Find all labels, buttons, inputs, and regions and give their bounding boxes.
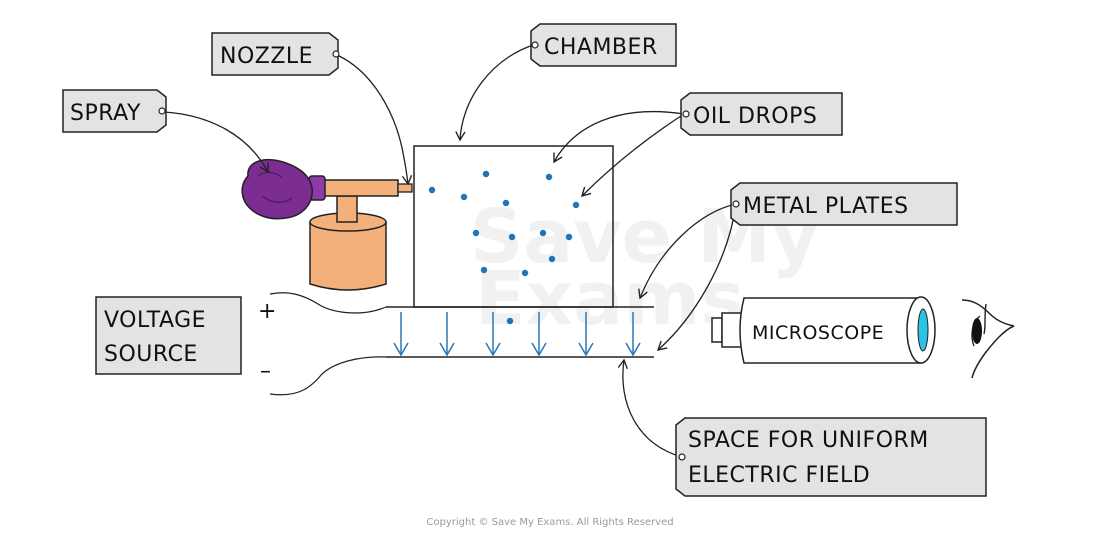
- oil-drop: [428, 186, 436, 194]
- bulb-crease: [257, 171, 283, 179]
- copyright-text: Copyright © Save My Exams. All Rights Re…: [426, 517, 673, 528]
- sprayer-base: [309, 221, 387, 291]
- voltage-label-line1: VOLTAGE: [104, 308, 206, 333]
- microscope-label: MICROSCOPE: [752, 322, 884, 344]
- field-arrow: [485, 312, 501, 357]
- chamber-leader: [455, 44, 534, 142]
- oil-drop: [506, 317, 514, 325]
- field-leader: [617, 358, 683, 458]
- voltage-wires: [269, 292, 387, 396]
- oil-drop: [548, 255, 556, 263]
- oil-drop: [521, 269, 529, 277]
- nozzle-label: NOZZLE: [220, 44, 313, 69]
- bulb-crease: [261, 195, 293, 203]
- oil-drop: [565, 233, 573, 241]
- tag-spray: SPRAY: [62, 89, 167, 133]
- spray-leader: [163, 111, 269, 174]
- nozzle-tip: [397, 183, 413, 193]
- metal-plates-leader-2: [656, 203, 737, 351]
- oil-drop: [545, 173, 553, 181]
- field-arrow: [531, 312, 547, 357]
- oil-drop: [502, 199, 510, 207]
- field-arrow: [439, 312, 455, 357]
- field-arrow: [393, 312, 409, 357]
- microscope: MICROSCOPE: [711, 296, 936, 364]
- chamber-label: CHAMBER: [544, 35, 658, 60]
- leader-lines: [163, 44, 737, 458]
- oil-drop: [472, 229, 480, 237]
- tag-metal-plates: METAL PLATES: [730, 182, 958, 226]
- tag-chamber: CHAMBER: [530, 23, 677, 67]
- field-arrows: [393, 312, 641, 357]
- tag-nozzle: NOZZLE: [211, 32, 340, 76]
- eye-icon: [961, 299, 1015, 379]
- field-arrow: [625, 312, 641, 357]
- nozzle-leader: [336, 54, 413, 186]
- oil-drop: [482, 170, 490, 178]
- metal-plates-label: METAL PLATES: [743, 194, 909, 219]
- oil-drop: [508, 233, 516, 241]
- plus-sign: +: [258, 299, 276, 324]
- field-label-line1: SPACE FOR UNIFORM: [688, 428, 929, 453]
- sprayer-stem: [336, 195, 358, 223]
- spray-label: SPRAY: [70, 101, 141, 126]
- oil-drop: [460, 193, 468, 201]
- microscope-knob: [711, 317, 723, 343]
- watermark-line2: Exams: [475, 256, 744, 342]
- oil-drops-leader-2: [580, 113, 685, 198]
- oil-drops-leader-1: [553, 110, 685, 164]
- oil-drop: [539, 229, 547, 237]
- microscope-lens: [917, 308, 929, 352]
- tag-oil-drops: OIL DROPS: [680, 92, 843, 136]
- oil-drops-label: OIL DROPS: [693, 104, 817, 129]
- tag-voltage-source: VOLTAGE SOURCE: [95, 296, 242, 375]
- oil-drops: [428, 170, 580, 325]
- voltage-label-line2: SOURCE: [104, 342, 198, 367]
- spray-bulb: [241, 159, 313, 220]
- positive-wire: [269, 292, 387, 314]
- tag-uniform-field: SPACE FOR UNIFORM ELECTRIC FIELD: [675, 417, 987, 497]
- nozzle-tube: [321, 179, 399, 197]
- sprayer: [241, 159, 413, 291]
- microscope-body: [739, 297, 922, 364]
- oil-drop: [572, 201, 580, 209]
- field-arrow: [578, 312, 594, 357]
- negative-wire: [269, 356, 387, 396]
- field-label-line2: ELECTRIC FIELD: [688, 463, 870, 488]
- oil-drop: [480, 266, 488, 274]
- minus-sign: –: [260, 359, 271, 384]
- metal-plates-leader-1: [638, 203, 737, 300]
